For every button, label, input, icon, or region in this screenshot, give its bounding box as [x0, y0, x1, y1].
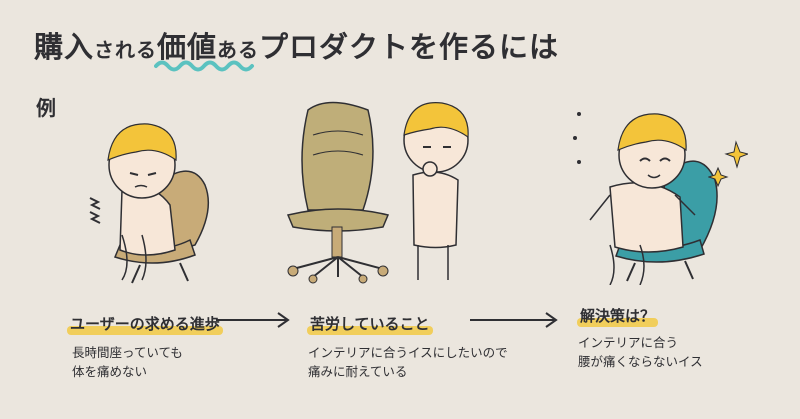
desc-line: インテリアに合う: [578, 335, 679, 350]
illustration-pain: [80, 95, 230, 285]
section-label-solution: 解決策は？: [577, 305, 659, 327]
section-label-struggle: 苦労していること: [307, 313, 433, 335]
desc-line: インテリアに合うイスにしたいので: [308, 345, 508, 360]
title-part-5: プロダクトを作るには: [259, 30, 560, 64]
illustration-chair-thinking: [268, 95, 478, 285]
example-label: 例: [36, 96, 56, 120]
desc-line: 腰が痛くならないイス: [578, 354, 703, 369]
desc-line: 痛みに耐えている: [308, 364, 408, 379]
sparkle-icon: [708, 140, 748, 188]
title-part-4: ある: [217, 38, 260, 62]
title-part-3: 価値: [157, 30, 218, 64]
desc-line: 長時間座っていても: [72, 345, 183, 360]
wave-underline-icon: [154, 60, 254, 72]
pain-lines-icon: [89, 197, 101, 224]
title-part-2: される: [94, 38, 158, 62]
illustration-solution: [580, 95, 740, 285]
page-title: 購入される価値あるプロダクトを作るには: [34, 24, 559, 66]
section-desc-solution: インテリアに合う 腰が痛くならないイス: [578, 333, 703, 371]
section-label-progress: ユーザーの求める進歩: [67, 313, 223, 335]
desc-line: 体を痛めない: [72, 364, 148, 379]
dots-icon: [573, 112, 581, 164]
arrow-right-icon: [216, 312, 290, 328]
section-desc-struggle: インテリアに合うイスにしたいので 痛みに耐えている: [308, 343, 508, 381]
section-desc-progress: 長時間座っていても 体を痛めない: [72, 343, 183, 381]
arrow-right-icon: [470, 312, 558, 328]
title-part-1: 購入: [34, 30, 95, 64]
